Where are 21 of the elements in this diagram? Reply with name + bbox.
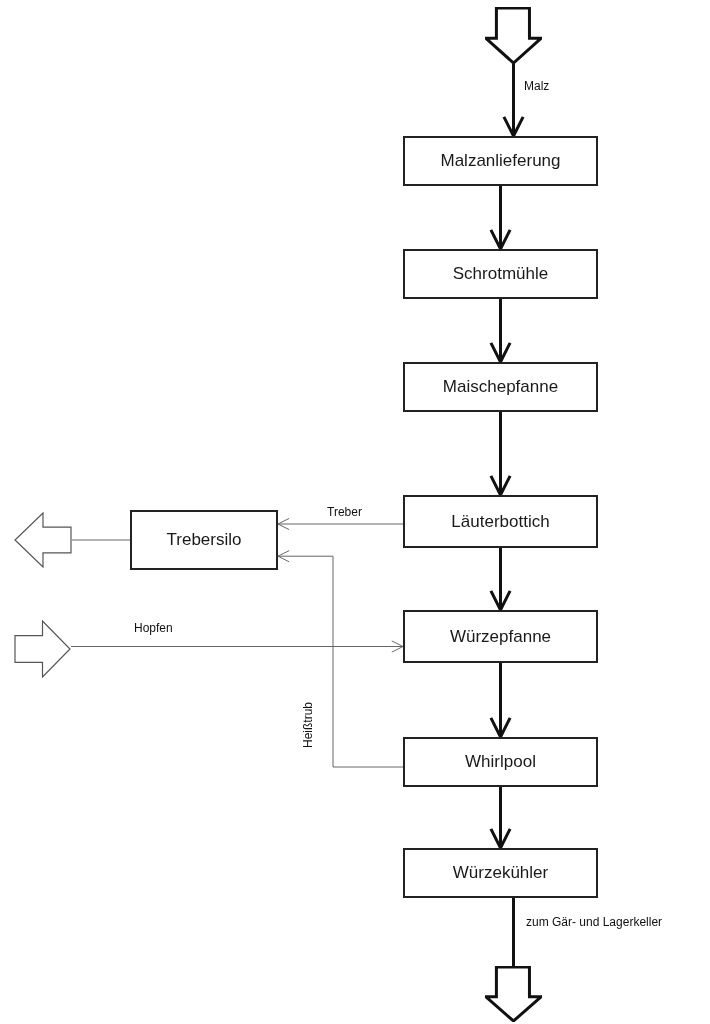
process-box: Läuterbottich [403, 495, 598, 548]
edge-label: Hopfen [132, 622, 175, 634]
connector-line [71, 539, 131, 541]
flow-arrow [489, 663, 512, 739]
process-box: Würzepfanne [403, 610, 598, 663]
process-box: Würzekühler [403, 848, 598, 898]
process-box: Whirlpool [403, 737, 598, 787]
edge-label: Malz [522, 80, 552, 92]
flow-arrow [489, 412, 512, 497]
flow-arrow [489, 548, 512, 612]
edge-label: zum Gär- und Lagerkeller [524, 916, 665, 928]
flow-arrow [489, 186, 512, 251]
flow-arrow [502, 64, 525, 138]
process-box: Maischepfanne [403, 362, 598, 412]
flow-arrow [489, 787, 512, 850]
flow-arrow [489, 299, 512, 364]
edge-label: Treber [325, 506, 364, 518]
edge-label: Heißtrub [302, 700, 314, 750]
process-box: Malzanlieferung [403, 136, 598, 186]
process-box: Schrotmühle [403, 249, 598, 299]
process-box: Trebersilo [130, 510, 278, 570]
